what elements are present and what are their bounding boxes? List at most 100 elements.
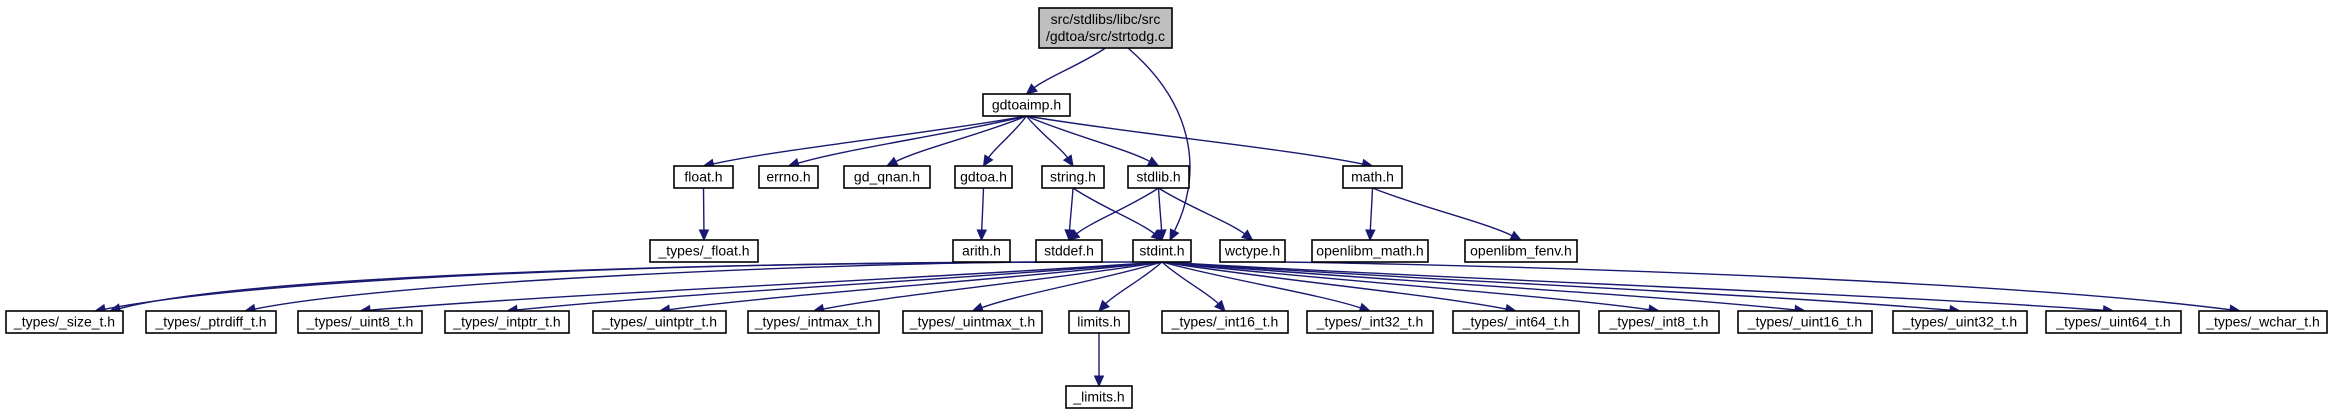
edge-stdint-to-uint64_t (1161, 261, 2104, 311)
edges-layer (93, 47, 2242, 388)
node-box-errno[interactable] (758, 165, 819, 189)
node-box-openlibm-fenv[interactable] (1464, 239, 1578, 263)
edge-wctype-to-wchar_t (1281, 261, 2231, 311)
node-wctype[interactable]: wctype.h (1219, 239, 1286, 263)
node-box-intptr-t[interactable] (444, 310, 570, 334)
node-box-openlibm-math[interactable] (1311, 239, 1429, 263)
node-box-int16-t[interactable] (1161, 310, 1289, 334)
node-box-arith[interactable] (952, 239, 1011, 263)
node-box-root[interactable] (1038, 7, 1173, 49)
node-gdtoaimp[interactable]: gdtoaimp.h (982, 93, 1071, 117)
node-int64-t[interactable]: _types/_int64_t.h (1452, 310, 1580, 334)
node-int16-t[interactable]: _types/_int16_t.h (1161, 310, 1289, 334)
edge-gdtoaimp-to-gd_qnan (895, 115, 1027, 163)
node-limits[interactable]: limits.h (1068, 310, 1130, 334)
arrowhead-limits-to-_limits (1093, 375, 1105, 388)
node-box-gd-qnan[interactable] (843, 165, 931, 189)
node-box-float[interactable] (673, 165, 734, 189)
node-stdlib[interactable]: stdlib.h (1127, 165, 1190, 189)
node-label-root-line-2: /gdtoa/src/strtodg.c (1046, 28, 1165, 44)
node-box-wchar-t[interactable] (2198, 310, 2328, 334)
node-root[interactable]: src/stdlibs/libc/src/gdtoa/src/strtodg.c (1038, 7, 1173, 49)
edge-root-to-stdint (1127, 47, 1191, 232)
node--limits[interactable]: _limits.h (1065, 385, 1133, 409)
arrowhead-gdtoaimp-to-string (1062, 154, 1074, 168)
node-openlibm-math[interactable]: openlibm_math.h (1311, 239, 1429, 263)
node-label-openlibm-fenv: openlibm_fenv.h (1470, 243, 1572, 259)
node-label-int16-t: _types/_int16_t.h (1171, 314, 1279, 330)
node-label-math: math.h (1351, 169, 1394, 185)
node-box-stdint[interactable] (1132, 239, 1192, 263)
node-label-float: float.h (684, 169, 722, 185)
arrowhead-stdint-to-int16_t (1214, 299, 1226, 312)
node-box-int32-t[interactable] (1306, 310, 1434, 334)
edge-stdint-to-uintptr_t (669, 261, 1163, 311)
node-gd-qnan[interactable]: gd_qnan.h (843, 165, 931, 189)
edge-stdint-to-int32_t (1161, 261, 1361, 309)
node-label-uintptr-t: _types/_uintptr_t.h (601, 314, 717, 330)
node-box-uintmax-t[interactable] (902, 310, 1043, 334)
node-box-types-float[interactable] (649, 239, 759, 263)
node-label-wctype: wctype.h (1224, 243, 1280, 259)
node-intmax-t[interactable]: _types/_intmax_t.h (747, 310, 880, 334)
node-box-uint16-t[interactable] (1737, 310, 1873, 334)
node-label-size-t: _types/_size_t.h (13, 314, 115, 330)
node-box-size-t[interactable] (5, 310, 124, 334)
node-uint64-t[interactable]: _types/_uint64_t.h (2045, 310, 2182, 334)
node-label-int8-t: _types/_int8_t.h (1609, 314, 1709, 330)
node-box-stddef[interactable] (1035, 239, 1103, 263)
node-box-limits[interactable] (1068, 310, 1130, 334)
arrowhead-stdlib-to-stddef (1068, 229, 1081, 241)
node-stdint[interactable]: stdint.h (1132, 239, 1192, 263)
node-box-uint32-t[interactable] (1892, 310, 2028, 334)
node-box-math[interactable] (1342, 165, 1403, 189)
node-label-string: string.h (1050, 169, 1096, 185)
node-box-gdtoaimp[interactable] (982, 93, 1071, 117)
node-ptrdiff-t[interactable]: _types/_ptrdiff_t.h (145, 310, 277, 334)
node-uintmax-t[interactable]: _types/_uintmax_t.h (902, 310, 1043, 334)
node-intptr-t[interactable]: _types/_intptr_t.h (444, 310, 570, 334)
node-types-float[interactable]: _types/_float.h (649, 239, 759, 263)
nodes-layer: src/stdlibs/libc/src/gdtoa/src/strtodg.c… (5, 7, 2328, 409)
edge-string-to-stdint (1072, 187, 1155, 235)
node-box-gdtoa[interactable] (954, 165, 1013, 189)
node-uint32-t[interactable]: _types/_uint32_t.h (1892, 310, 2028, 334)
node-stddef[interactable]: stddef.h (1035, 239, 1103, 263)
node-box-int64-t[interactable] (1452, 310, 1580, 334)
node-label--limits: _limits.h (1072, 389, 1124, 405)
node-box-uint8-t[interactable] (297, 310, 423, 334)
arrowhead-math-to-openlibm_math (1365, 229, 1376, 242)
edge-math-to-openlibm_fenv (1372, 187, 1513, 237)
node-box-ptrdiff-t[interactable] (145, 310, 277, 334)
node-label-intptr-t: _types/_intptr_t.h (452, 314, 560, 330)
arrowhead-float-to-types_float (698, 229, 710, 242)
node-uint16-t[interactable]: _types/_uint16_t.h (1737, 310, 1873, 334)
node-label-limits: limits.h (1077, 314, 1121, 330)
node-errno[interactable]: errno.h (758, 165, 819, 189)
node-box--limits[interactable] (1065, 385, 1133, 409)
node-uint8-t[interactable]: _types/_uint8_t.h (297, 310, 423, 334)
node-wchar-t[interactable]: _types/_wchar_t.h (2198, 310, 2328, 334)
node-box-uint64-t[interactable] (2045, 310, 2182, 334)
node-float[interactable]: float.h (673, 165, 734, 189)
node-box-string[interactable] (1041, 165, 1105, 189)
node-box-wctype[interactable] (1219, 239, 1286, 263)
node-gdtoa[interactable]: gdtoa.h (954, 165, 1013, 189)
node-box-intmax-t[interactable] (747, 310, 880, 334)
node-box-stdlib[interactable] (1127, 165, 1190, 189)
node-label-uint8-t: _types/_uint8_t.h (306, 314, 414, 330)
node-int32-t[interactable]: _types/_int32_t.h (1306, 310, 1434, 334)
node-openlibm-fenv[interactable]: openlibm_fenv.h (1464, 239, 1578, 263)
arrowhead-gdtoaimp-to-stdlib (1146, 156, 1160, 167)
node-math[interactable]: math.h (1342, 165, 1403, 189)
node-uintptr-t[interactable]: _types/_uintptr_t.h (592, 310, 727, 334)
node-size-t[interactable]: _types/_size_t.h (5, 310, 124, 334)
node-box-int8-t[interactable] (1598, 310, 1720, 334)
node-arith[interactable]: arith.h (952, 239, 1011, 263)
edge-stdint-to-intmax_t (823, 261, 1163, 310)
node-box-uintptr-t[interactable] (592, 310, 727, 334)
node-int8-t[interactable]: _types/_int8_t.h (1598, 310, 1720, 334)
arrowhead-math-to-openlibm_fenv (1509, 230, 1523, 241)
edge-stdint-to-uint16_t (1161, 261, 1796, 311)
node-string[interactable]: string.h (1041, 165, 1105, 189)
